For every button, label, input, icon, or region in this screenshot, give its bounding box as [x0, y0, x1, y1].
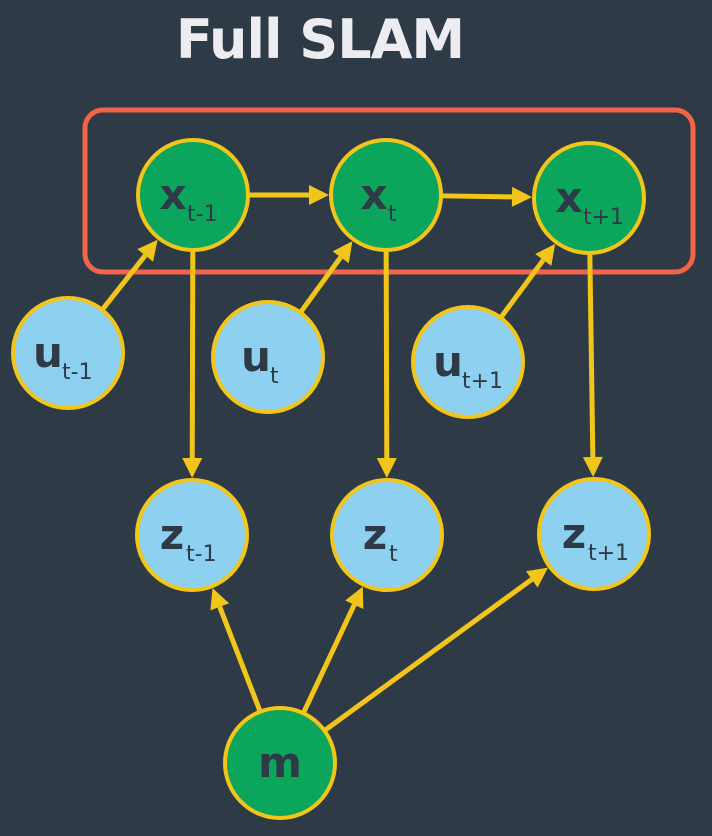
node-label-z_tm1: z: [160, 510, 184, 559]
edge-u_tp1-to-x_tp1: [498, 258, 546, 320]
edge-x_t-to-z_t: [383, 249, 390, 459]
node-subscript-u_tp1: t+1: [462, 369, 503, 394]
diagram-title: Full SLAM: [175, 8, 465, 71]
edge-m-to-z_t: [301, 603, 357, 715]
arrowhead-u_tm1-to-x_tm1: [137, 239, 158, 262]
node-circle-x_tm1: [136, 138, 250, 252]
node-label-x_t: x: [360, 170, 387, 219]
node-subscript-z_tm1: t-1: [186, 542, 217, 567]
node-label-u_tm1: u: [33, 328, 63, 377]
node-subscript-z_tp1: t+1: [588, 541, 629, 566]
node-subscript-z_t: t: [389, 542, 398, 567]
node-circle-m: [223, 706, 337, 820]
node-circle-x_t: [329, 138, 443, 252]
node-label-z_tp1: z: [562, 509, 586, 558]
edge-x_tp1-to-z_tp1: [587, 252, 596, 458]
node-label-u_t: u: [241, 332, 271, 381]
arrowhead-x_t-to-x_tp1: [511, 186, 533, 207]
highlight-box: [82, 107, 696, 275]
node-circle-z_tp1: [537, 477, 651, 591]
node-circle-u_tp1: [411, 305, 525, 419]
arrowhead-x_t-to-z_t: [376, 457, 397, 479]
edge-m-to-z_tp1: [322, 577, 534, 733]
arrowhead-u_tp1-to-x_tp1: [535, 243, 556, 266]
arrowhead-m-to-z_t: [345, 586, 364, 609]
edge-u_t-to-x_t: [298, 255, 343, 315]
arrowhead-x_tm1-to-z_tm1: [182, 457, 203, 479]
arrowhead-x_tp1-to-z_tp1: [582, 456, 603, 478]
node-label-m: m: [258, 738, 302, 787]
node-subscript-x_tm1: t-1: [187, 202, 218, 227]
node-label-x_tp1: x: [555, 173, 582, 222]
node-subscript-x_t: t: [388, 202, 397, 227]
node-subscript-x_tp1: t+1: [583, 205, 624, 230]
edge-m-to-z_tm1: [217, 605, 263, 713]
node-circle-u_tm1: [11, 296, 125, 410]
node-circle-z_t: [330, 478, 444, 592]
edge-x_tm1-to-z_tm1: [189, 249, 196, 459]
arrowhead-m-to-z_tm1: [210, 588, 230, 611]
node-label-z_t: z: [363, 510, 387, 559]
node-label-x_tm1: x: [159, 170, 186, 219]
arrowhead-x_tm1-to-x_t: [309, 185, 329, 205]
node-subscript-u_tm1: t-1: [62, 360, 93, 385]
node-label-u_tp1: u: [433, 337, 463, 386]
node-m: m: [223, 706, 337, 820]
arrowhead-u_t-to-x_t: [332, 241, 353, 264]
node-circle-z_tm1: [135, 478, 249, 592]
arrowhead-m-to-z_tp1: [525, 567, 548, 588]
edge-u_tm1-to-x_tm1: [100, 253, 148, 312]
node-subscript-u_t: t: [270, 364, 279, 389]
edge-x_t-to-x_tp1: [440, 193, 513, 200]
node-circle-u_t: [211, 300, 325, 414]
node-circle-x_tp1: [532, 141, 646, 255]
